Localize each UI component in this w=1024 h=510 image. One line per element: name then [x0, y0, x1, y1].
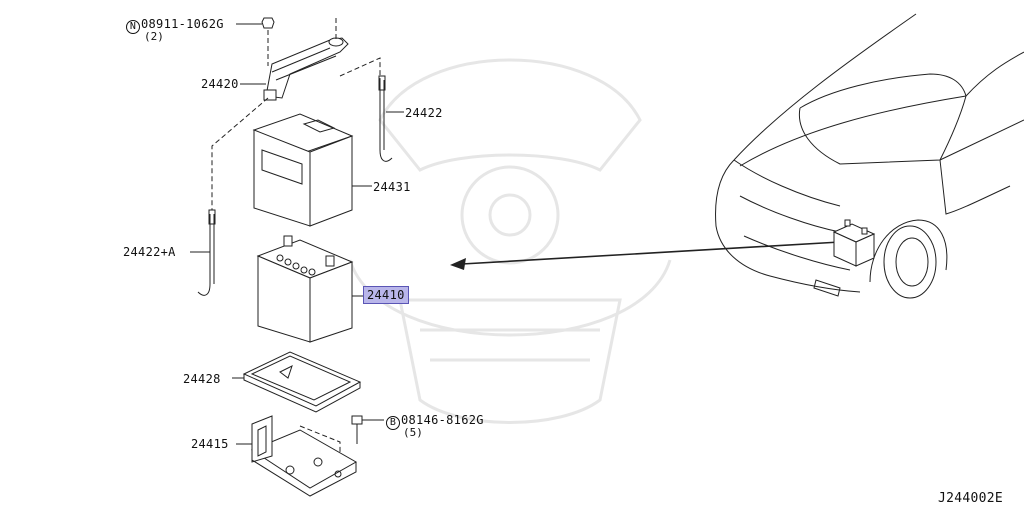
rod-left-drawing [190, 209, 216, 296]
frame-drawing [211, 18, 381, 210]
rod-right-drawing [378, 75, 404, 162]
battery-cover-drawing [252, 113, 372, 227]
battery-cover-label: 24431 [373, 180, 411, 194]
bolt-part-number: 08146-8162G [401, 413, 484, 427]
tray-drawing [232, 351, 362, 413]
location-arrow [450, 241, 841, 270]
rod-left-label: 24422+A [123, 245, 176, 259]
watermark-emblem [348, 58, 672, 424]
battery-drawing [256, 235, 364, 343]
car-illustration [715, 13, 1024, 299]
bolt-prefix-mark: B [386, 416, 400, 430]
battery-label[interactable]: 24410 [363, 286, 409, 304]
bracket-drawing [236, 415, 358, 497]
tray-label: 24428 [183, 372, 221, 386]
bracket-label: 24415 [191, 437, 229, 451]
frame-label: 24420 [201, 77, 239, 91]
nut-prefix-mark: N [126, 20, 140, 34]
nut-qty-label: (2) [144, 30, 164, 43]
nut-drawing [236, 17, 275, 66]
nut-part-number: 08911-1062G [141, 17, 224, 31]
rod-right-label: 24422 [405, 106, 443, 120]
diagram-id: J244002E [938, 491, 1004, 506]
bolt-qty-label: (5) [403, 426, 423, 439]
